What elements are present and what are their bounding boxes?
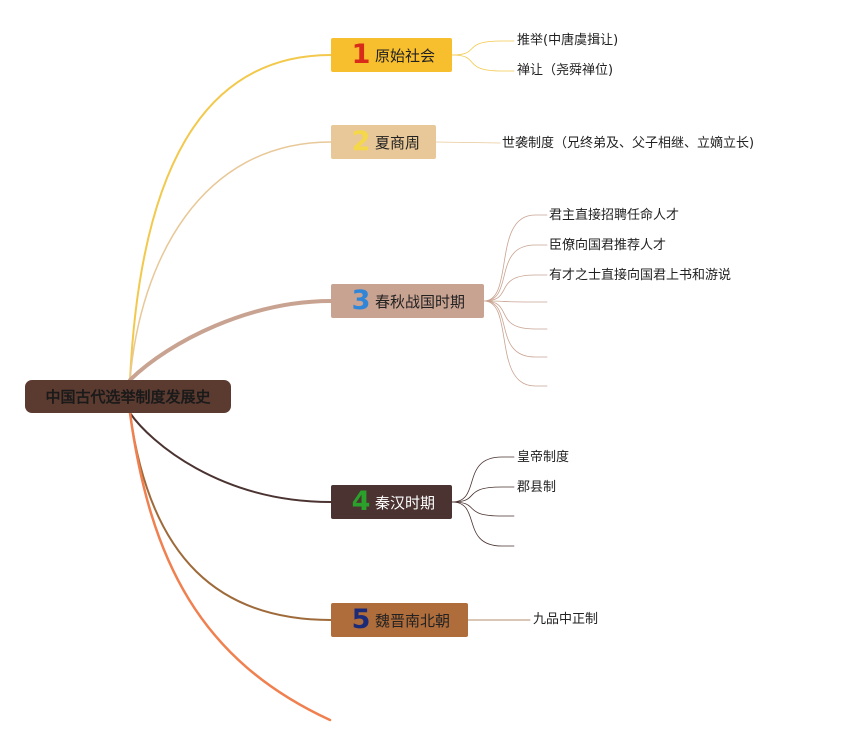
leaf-connector — [451, 54, 515, 72]
branch-connector — [129, 412, 332, 621]
branch-connector — [129, 54, 332, 381]
leaf-node[interactable]: 臣僚向国君推荐人才 — [549, 238, 667, 253]
branch-connector — [129, 141, 332, 381]
branch-node-spring-autumn-warring-states[interactable]: 3 春秋战国时期 — [331, 284, 484, 318]
leaf-node[interactable]: 推举(中唐虞揖让) — [517, 33, 619, 48]
leaf-node[interactable]: 世袭制度（兄终弟及、父子相继、立嫡立长) — [502, 136, 755, 151]
leaf-connector — [435, 141, 501, 144]
branch-node-qin-han[interactable]: 4 秦汉时期 — [331, 485, 452, 519]
branch-connector — [128, 299, 333, 382]
branch-node-wei-jin-southern-northern[interactable]: 5 魏晋南北朝 — [331, 603, 468, 637]
trailing-connector — [128, 411, 332, 722]
branch-number: 1 — [351, 39, 371, 70]
branch-number: 5 — [351, 604, 371, 635]
leaf-node[interactable]: 有才之士直接向国君上书和游说 — [549, 268, 732, 283]
branch-number: 4 — [351, 486, 371, 517]
leaf-node[interactable]: 皇帝制度 — [517, 450, 570, 465]
leaf-connector — [483, 244, 548, 302]
leaf-connector — [483, 300, 548, 358]
leaf-connector — [451, 40, 515, 56]
leaf-connector — [451, 486, 515, 503]
branch-label: 原始社会 — [375, 46, 436, 65]
leaf-node[interactable]: 君主直接招聘任命人才 — [549, 208, 680, 223]
root-node-label: 中国古代选举制度发展史 — [45, 388, 211, 406]
branch-node-primitive-society[interactable]: 1 原始社会 — [331, 38, 452, 72]
leaf-connector — [451, 501, 515, 547]
leaf-connector — [483, 300, 548, 387]
branch-node-xia-shang-zhou[interactable]: 2 夏商周 — [331, 125, 436, 159]
leaf-node[interactable]: 禅让（尧舜禅位) — [517, 63, 614, 78]
branch-label: 春秋战国时期 — [375, 292, 466, 311]
leaf-connector — [483, 300, 548, 303]
leaf-connector — [483, 214, 548, 302]
leaf-connector — [451, 501, 515, 517]
branch-label: 秦汉时期 — [375, 493, 436, 512]
leaf-node[interactable]: 郡县制 — [517, 480, 557, 495]
leaf-connector — [451, 456, 515, 503]
root-node[interactable]: 中国古代选举制度发展史 — [25, 380, 231, 413]
branch-label: 魏晋南北朝 — [375, 611, 451, 630]
leaf-node[interactable]: 九品中正制 — [533, 612, 599, 627]
leaf-connector — [483, 300, 548, 330]
branch-number: 3 — [351, 285, 371, 316]
branch-connector — [129, 412, 332, 503]
branch-label: 夏商周 — [375, 133, 421, 152]
leaf-connector — [483, 274, 548, 302]
branch-number: 2 — [351, 126, 371, 157]
